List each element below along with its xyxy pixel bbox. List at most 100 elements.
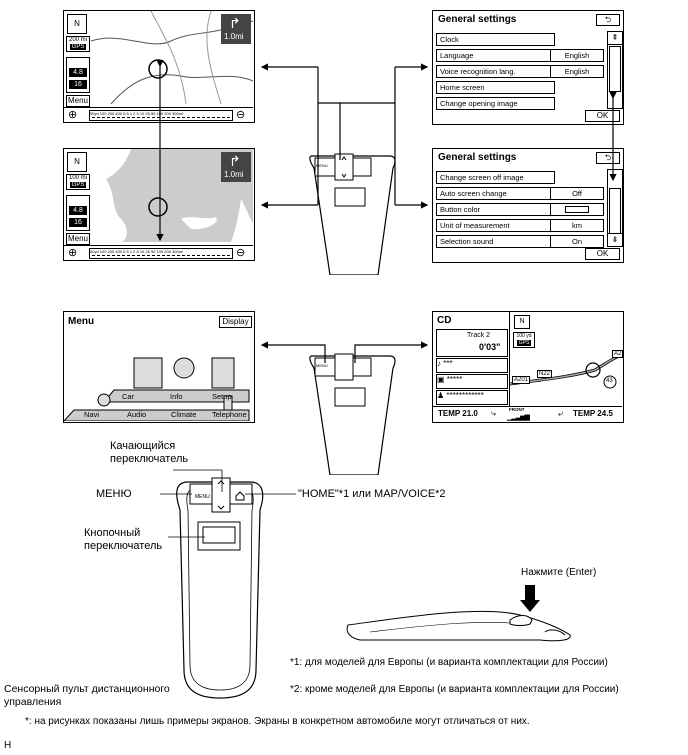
menu-button[interactable]: Menu bbox=[66, 233, 90, 245]
zoom-bar: ⊕ 50yd 100 200 400 0.5 1 2 5 10 25 50 10… bbox=[64, 245, 253, 260]
disc-icon: ▣ bbox=[437, 375, 445, 384]
touch-remote-label: Сенсорный пульт дистанционного управлени… bbox=[4, 683, 170, 708]
turn-distance: 1.0mi bbox=[224, 32, 244, 41]
back-arrow-icon: ⮌ bbox=[604, 15, 612, 24]
back-button[interactable]: ⮌ bbox=[596, 14, 620, 26]
menu-item-audio[interactable]: Audio bbox=[127, 410, 147, 419]
track-panel[interactable]: Track 2 0'03" bbox=[436, 329, 508, 357]
speed-panel: 4.8 16 bbox=[66, 195, 90, 231]
road-label-43: 43 bbox=[606, 378, 613, 384]
display-button[interactable]: Display bbox=[219, 316, 252, 328]
screen-title: CD bbox=[437, 315, 452, 326]
road-label-a2: A2 bbox=[612, 350, 624, 358]
settings-row-opening-image[interactable]: Change opening image bbox=[436, 97, 555, 110]
scroll-down-icon[interactable]: ⇟ bbox=[608, 233, 622, 246]
turn-indicator: ↱ 1.0mi bbox=[221, 152, 251, 182]
turn-right-arrow-icon: ↱ bbox=[229, 15, 241, 31]
scrollbar[interactable]: ⇞ bbox=[607, 31, 623, 109]
menu-screen: Menu Display Car Info Setup Navi Audio C… bbox=[63, 311, 255, 423]
menu-item-navi[interactable]: Navi bbox=[84, 410, 100, 419]
menu-item-telephone[interactable]: Telephone bbox=[212, 410, 247, 419]
remote-menu-key[interactable]: MENU bbox=[316, 163, 328, 168]
button-switch-label: Кнопочный переключатель bbox=[84, 527, 163, 552]
menu-item-car[interactable]: Car bbox=[122, 392, 135, 401]
speed-value-a: 4.8 bbox=[69, 206, 87, 215]
road-label-n22: N22 bbox=[537, 370, 553, 378]
press-enter-label: Нажмите (Enter) bbox=[521, 567, 597, 578]
ok-button[interactable]: OK bbox=[585, 110, 620, 122]
back-arrow-icon: ⮌ bbox=[604, 153, 612, 162]
song-row[interactable]: ♟ ************ bbox=[436, 390, 508, 405]
compass-icon[interactable]: N bbox=[67, 14, 87, 34]
road-label-a201: A201 bbox=[512, 376, 531, 384]
album-row[interactable]: ▣ ***** bbox=[436, 374, 508, 389]
person-icon: ♟ bbox=[437, 391, 445, 400]
zoom-scale[interactable]: 50yd 100 200 400 0.5 1 2 5 10 25 50 100 … bbox=[89, 110, 233, 121]
turn-indicator: ↱ 1.0mi bbox=[221, 14, 251, 44]
speed-value-a: 4.8 bbox=[69, 68, 87, 77]
turn-distance: 1.0mi bbox=[224, 170, 244, 179]
scrollbar[interactable]: ⇟ bbox=[607, 169, 623, 247]
remote-side-view bbox=[346, 585, 571, 642]
back-button[interactable]: ⮌ bbox=[596, 152, 620, 164]
zoom-in-icon[interactable]: ⊕ bbox=[68, 247, 78, 259]
temp-right[interactable]: TEMP 24.5 bbox=[573, 409, 613, 418]
remote-small-top bbox=[309, 153, 396, 275]
turn-right-arrow-icon: ↱ bbox=[229, 153, 241, 169]
fan-level-icon[interactable]: ▁▂▃▅▆ bbox=[507, 414, 530, 421]
color-swatch bbox=[565, 206, 589, 213]
menu-label: МЕНЮ bbox=[96, 488, 132, 500]
settings-row-clock[interactable]: Clock bbox=[436, 33, 555, 46]
cd-screen: CD Track 2 0'03" ♪ *** ▣ ***** ♟ *******… bbox=[432, 311, 624, 423]
menu-graphic bbox=[64, 357, 250, 421]
track-time: 0'03" bbox=[479, 342, 501, 352]
seat-left-icon[interactable]: ⤷ bbox=[491, 408, 497, 418]
compass-icon[interactable]: N bbox=[514, 315, 530, 329]
settings-row-voice[interactable]: Voice recognition lang.English bbox=[436, 65, 604, 78]
zoom-bar: ⊕ 50yd 100 200 400 0.5 1 2 5 10 25 50 10… bbox=[64, 107, 253, 122]
settings-row-home[interactable]: Home screen bbox=[436, 81, 555, 94]
seat-right-icon[interactable]: ⤶ bbox=[558, 408, 564, 418]
settings-row-screen-off-image[interactable]: Change screen off image bbox=[436, 171, 555, 184]
rocker-switch-label: Качающийся переключатель bbox=[110, 440, 189, 465]
scroll-thumb[interactable] bbox=[609, 188, 621, 234]
ok-button[interactable]: OK bbox=[585, 248, 620, 260]
temp-left[interactable]: TEMP 21.0 bbox=[438, 409, 478, 418]
zoom-scale[interactable]: 50yd 100 200 400 0.5 1 2 5 10 25 50 100 … bbox=[89, 248, 233, 259]
zoom-in-icon[interactable]: ⊕ bbox=[68, 109, 78, 121]
artist-row[interactable]: ♪ *** bbox=[436, 358, 508, 373]
scroll-up-icon[interactable]: ⇞ bbox=[608, 32, 622, 45]
speed-value-b: 16 bbox=[69, 80, 87, 89]
front-label: FRONT bbox=[509, 407, 525, 412]
menu-item-setup[interactable]: Setup bbox=[212, 392, 232, 401]
mini-map-roads bbox=[510, 352, 623, 389]
screen-title: General settings bbox=[438, 152, 517, 163]
zoom-out-icon[interactable]: ⊖ bbox=[236, 247, 246, 259]
menu-item-info[interactable]: Info bbox=[170, 392, 183, 401]
speed-value-b: 16 bbox=[69, 218, 87, 227]
remote-large-menu-key[interactable]: MENU bbox=[195, 494, 210, 500]
screen-title: Menu bbox=[68, 316, 95, 327]
map-background-europe bbox=[91, 149, 253, 242]
remote-menu-key[interactable]: MENU bbox=[316, 363, 328, 368]
screen-title: General settings bbox=[438, 14, 517, 25]
zoom-out-icon[interactable]: ⊖ bbox=[236, 109, 246, 121]
menu-button[interactable]: Menu bbox=[66, 95, 90, 107]
climate-bar: TEMP 21.0 ⤷ FRONT ▁▂▃▅▆ ⤶ TEMP 24.5 bbox=[433, 406, 622, 422]
menu-item-climate[interactable]: Climate bbox=[171, 410, 197, 419]
compass-icon[interactable]: N bbox=[67, 152, 87, 172]
remote-small-bottom bbox=[309, 353, 396, 475]
scroll-thumb[interactable] bbox=[609, 46, 621, 92]
footnote-2: *2: кроме моделей для Европы (и варианта… bbox=[290, 684, 619, 695]
settings-row-button-color[interactable]: Button color bbox=[436, 203, 604, 216]
